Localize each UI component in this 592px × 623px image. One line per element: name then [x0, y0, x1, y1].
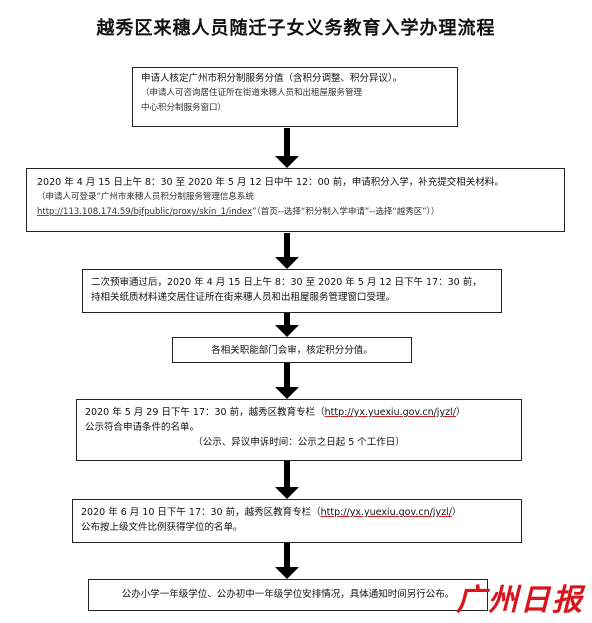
arrow-5 — [275, 461, 299, 499]
step-5-line3: （公示、异议申诉时间：公示之日起 5 个工作日） — [193, 437, 405, 448]
step-1-line3: 中心积分制服务窗口） — [141, 103, 227, 113]
step-7-line1: 公办小学一年级学位、公办初中一年级学位安排情况，具体通知时间另行公布。 — [121, 589, 455, 600]
yuexiu-edu-link[interactable]: http://yx.yuexiu.gov.cn/jyzl/ — [324, 407, 456, 418]
step-1-line1: 申请人核定广州市积分制服务分值（含积分调整、积分异议）。 — [141, 73, 403, 84]
step-3-box: 二次预审通过后，2020 年 4 月 15 日上午 8：30 至 2020 年 … — [82, 269, 502, 313]
step-5-box: 2020 年 5 月 29 日下午 17：30 前，越秀区教育专栏（http:/… — [76, 399, 522, 461]
arrow-2 — [275, 233, 299, 269]
step-2-box: 2020 年 4 月 15 日上午 8：30 至 2020 年 5 月 12 日… — [26, 168, 565, 232]
step-6-line2: 公布按上级文件比例获得学位的名单。 — [81, 522, 243, 533]
step-2-line2: （申请人可登录“广州市来穗人员积分制服务管理信息系统 — [37, 192, 254, 202]
step-3-line2: 持相关纸质材料递交居住证所在街来穗人员和出租屋服务管理窗口受理。 — [91, 292, 396, 303]
step-2-line3-rest: ”（首页--选择“积分制入学申请”--选择“越秀区”）） — [252, 207, 440, 217]
step-5-line2: 公示符合申请条件的名单。 — [85, 422, 200, 433]
system-link[interactable]: http://113.108.174.59/bjfpublic/proxy/sk… — [37, 207, 253, 217]
step-1-box: 申请人核定广州市积分制服务分值（含积分调整、积分异议）。 （申请人可咨询居住证所… — [132, 67, 458, 127]
step-1-line2: （申请人可咨询居住证所在街道来穗人员和出租屋服务管理 — [141, 88, 363, 98]
arrow-4 — [275, 363, 299, 399]
step-2-line1: 2020 年 4 月 15 日上午 8：30 至 2020 年 5 月 12 日… — [37, 177, 504, 188]
step-3-line1: 二次预审通过后，2020 年 4 月 15 日上午 8：30 至 2020 年 … — [91, 277, 482, 288]
step-5-line1: 2020 年 5 月 29 日下午 17：30 前，越秀区教育专栏（http:/… — [85, 407, 466, 418]
step-4-line1: 各相关职能部门会审，核定积分分值。 — [211, 345, 373, 356]
step-6-box: 2020 年 6 月 10 日下午 17：30 前，越秀区教育专栏（http:/… — [72, 499, 522, 543]
step-6-line1: 2020 年 6 月 10 日下午 17：30 前，越秀区教育专栏（http:/… — [81, 507, 462, 518]
step-2-line3: http://113.108.174.59/bjfpublic/proxy/sk… — [37, 205, 554, 220]
page-title: 越秀区来穗人员随迁子女义务教育入学办理流程 — [96, 18, 496, 39]
arrow-6 — [275, 543, 299, 579]
guangzhou-daily-watermark: 广州日报 — [456, 583, 584, 618]
arrow-3 — [275, 313, 299, 337]
arrow-1 — [275, 128, 299, 168]
step-4-box: 各相关职能部门会审，核定积分分值。 — [172, 337, 412, 363]
yuexiu-edu-link-2[interactable]: http://yx.yuexiu.gov.cn/jyzl/ — [320, 507, 452, 518]
step-7-box: 公办小学一年级学位、公办初中一年级学位安排情况，具体通知时间另行公布。 — [88, 579, 488, 611]
